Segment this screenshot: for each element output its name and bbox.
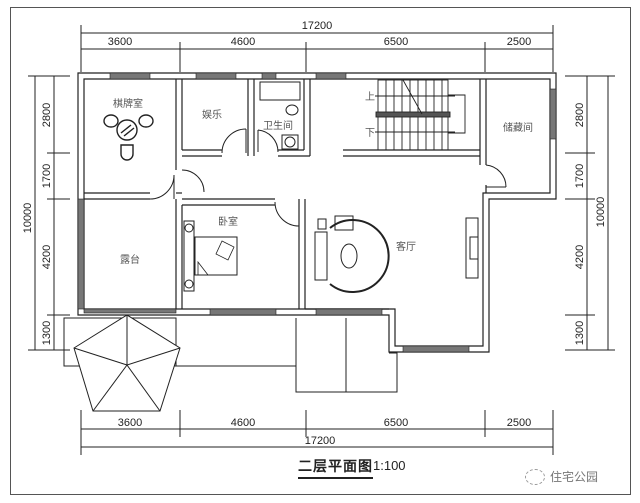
dim-bottom-total: 17200	[305, 435, 336, 447]
wechat-logo-icon	[525, 468, 545, 485]
room-bathroom-label: 卫生间	[263, 119, 293, 132]
dim-bottom-3: 6500	[384, 417, 408, 429]
left-dimension-lines	[28, 75, 70, 351]
dim-left-1: 2800	[41, 103, 53, 127]
bottom-dimension-lines	[80, 410, 554, 455]
stair-down-label: 下	[365, 128, 375, 139]
dim-right-4: 1300	[574, 321, 586, 345]
room-storage-label: 储藏间	[503, 121, 533, 134]
drawing-frame	[10, 7, 631, 495]
porch-pavilion	[63, 314, 398, 412]
stair-up-label: 上	[365, 91, 375, 103]
right-dimension-lines	[565, 75, 615, 351]
dim-top-1: 3600	[108, 36, 132, 48]
dim-right-total: 10000	[595, 197, 607, 228]
furniture	[103, 81, 479, 293]
watermark: 住宅公园	[525, 468, 598, 485]
room-entertainment-label: 娱乐	[202, 108, 222, 121]
card-table	[116, 119, 138, 141]
watermark-text: 住宅公园	[550, 470, 599, 484]
dim-left-3: 4200	[41, 245, 53, 269]
dim-right-3: 4200	[574, 245, 586, 269]
room-living-label: 客厅	[396, 240, 416, 253]
plan-scale: 1:100	[373, 458, 406, 473]
dim-bottom-2: 4600	[231, 417, 255, 429]
room-chess-label: 棋牌室	[113, 97, 143, 110]
dim-left-2: 1700	[41, 164, 53, 188]
doors	[149, 128, 507, 227]
dim-top-2: 4600	[231, 36, 255, 48]
staircase	[375, 79, 466, 151]
windows	[77, 72, 557, 353]
room-terrace-label: 露台	[120, 253, 140, 266]
dim-right-1: 2800	[574, 103, 586, 127]
dim-top-3: 6500	[384, 36, 408, 48]
plan-title: 二层平面图	[298, 456, 373, 479]
dim-bottom-4: 2500	[507, 417, 531, 429]
room-bedroom-label: 卧室	[218, 215, 238, 228]
dim-left-4: 1300	[41, 321, 53, 345]
top-dimension-lines	[80, 25, 554, 72]
dim-top-4: 2500	[507, 36, 531, 48]
dim-top-total: 17200	[302, 20, 333, 32]
dim-right-2: 1700	[574, 164, 586, 188]
dim-bottom-1: 3600	[118, 417, 142, 429]
dim-left-total: 10000	[22, 203, 34, 234]
